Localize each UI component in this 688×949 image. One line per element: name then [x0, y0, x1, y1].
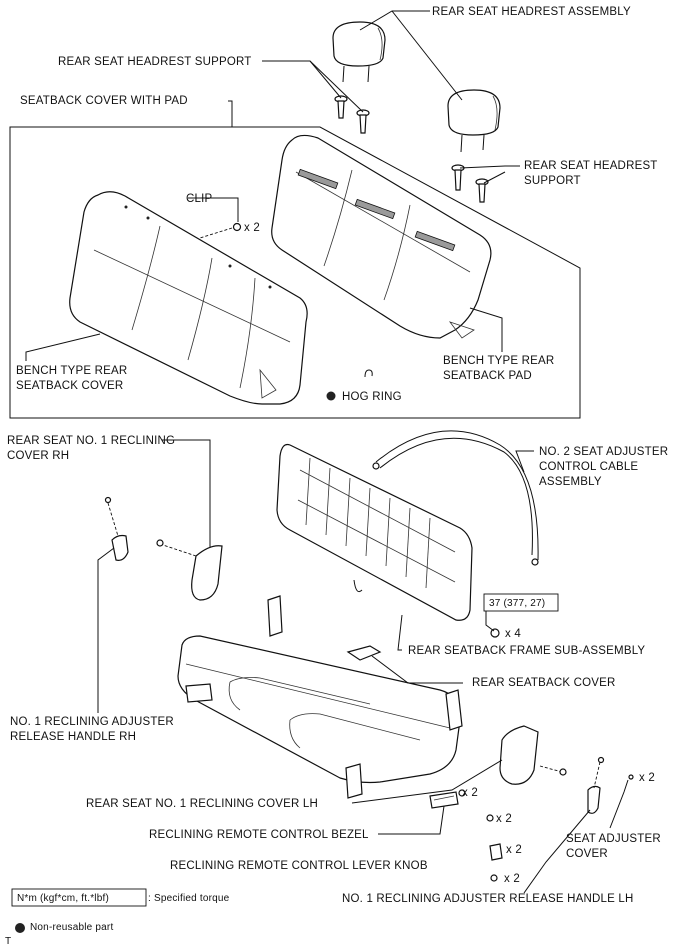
label-rear-headrest-assembly: REAR SEAT HEADREST ASSEMBLY — [432, 6, 631, 18]
corner-mark: T — [5, 936, 11, 947]
label-seat-adjuster-cover-line1: SEAT ADJUSTER — [566, 833, 661, 845]
hinge-brackets — [185, 595, 463, 799]
bench-seatback-pad — [271, 134, 492, 339]
legend-torque-box — [11, 888, 147, 907]
headrest-supports-right — [451, 164, 489, 203]
label-release-handle-rh-line2: RELEASE HANDLE RH — [10, 731, 136, 743]
label-bench-pad-line2: SEATBACK PAD — [443, 370, 532, 382]
label-bolt-qty: x 4 — [505, 628, 521, 640]
seatback-frame — [276, 443, 473, 621]
label-bench-cover-line2: SEATBACK COVER — [16, 380, 123, 392]
headrest-assembly-right — [447, 89, 501, 153]
label-bench-pad-line1: BENCH TYPE REAR — [443, 355, 554, 367]
reclining-remote-control-bezel-part — [429, 791, 459, 809]
reclining-cover-lh-part — [499, 725, 567, 785]
lever-knob-part — [489, 843, 503, 861]
label-clip-qty: x 2 — [244, 222, 260, 234]
legend-non-reusable: Non-reusable part — [30, 922, 113, 933]
legend-non-reusable-dot — [15, 923, 25, 933]
label-qty-knob-screw: x 2 — [504, 873, 520, 885]
clip-part — [199, 222, 242, 239]
legend-torque-unit: N*m (kgf*cm, ft.*lbf) — [17, 893, 109, 904]
label-reclining-cover-lh: REAR SEAT NO. 1 RECLINING COVER LH — [86, 798, 318, 810]
label-rear-headrest-support-right-line2: SUPPORT — [524, 175, 581, 187]
adjuster-control-cable — [372, 430, 539, 566]
label-reclining-cover-rh-line2: COVER RH — [7, 450, 69, 462]
label-qty-screw: x 2 — [496, 813, 512, 825]
label-qty-bezel: x 2 — [462, 787, 478, 799]
label-clip: CLIP — [186, 193, 212, 205]
headrest-supports-top — [334, 95, 370, 134]
label-hog-ring: HOG RING — [342, 391, 402, 403]
label-bench-cover-line1: BENCH TYPE REAR — [16, 365, 127, 377]
label-rear-seatback-cover: REAR SEATBACK COVER — [472, 677, 616, 689]
rear-seatback-cover-part — [346, 645, 382, 661]
label-seatback-cover-with-pad: SEATBACK COVER WITH PAD — [20, 95, 188, 107]
seatback-group-enclosure — [9, 126, 581, 419]
label-seat-adjuster-cover-line2: COVER — [566, 848, 608, 860]
label-release-handle-lh: NO. 1 RECLINING ADJUSTER RELEASE HANDLE … — [342, 893, 634, 905]
label-torque-value: 37 (377, 27) — [489, 598, 545, 609]
label-rear-headrest-support-top: REAR SEAT HEADREST SUPPORT — [58, 56, 252, 68]
release-handle-rh-part — [104, 496, 129, 561]
torque-box — [483, 593, 559, 612]
screws — [458, 628, 500, 882]
non-reusable-mark — [326, 391, 336, 401]
hog-ring-part — [326, 369, 373, 401]
bench-seatback-cover — [69, 191, 308, 405]
label-reclining-cover-rh-line1: REAR SEAT NO. 1 RECLINING — [7, 435, 175, 447]
leader-lines — [25, 10, 629, 894]
label-qty-seat-adjuster: x 2 — [639, 772, 655, 784]
reclining-cover-rh-part — [156, 539, 223, 601]
headrest-assembly-left — [332, 21, 386, 83]
label-bezel: RECLINING REMOTE CONTROL BEZEL — [149, 829, 369, 841]
seat-adjuster-cover-part — [628, 774, 634, 780]
label-cable-line1: NO. 2 SEAT ADJUSTER — [539, 446, 668, 458]
label-frame-sub-assembly: REAR SEATBACK FRAME SUB-ASSEMBLY — [408, 645, 645, 657]
release-handle-lh-part — [587, 756, 605, 814]
label-qty-knob: x 2 — [506, 844, 522, 856]
label-rear-headrest-support-right-line1: REAR SEAT HEADREST — [524, 160, 658, 172]
legend-torque-desc: : Specified torque — [148, 893, 230, 904]
label-cable-line2: CONTROL CABLE — [539, 461, 638, 473]
label-cable-line3: ASSEMBLY — [539, 476, 602, 488]
label-release-handle-rh-line1: NO. 1 RECLINING ADJUSTER — [10, 716, 174, 728]
label-lever-knob: RECLINING REMOTE CONTROL LEVER KNOB — [170, 860, 428, 872]
seat-cushion — [177, 635, 461, 784]
